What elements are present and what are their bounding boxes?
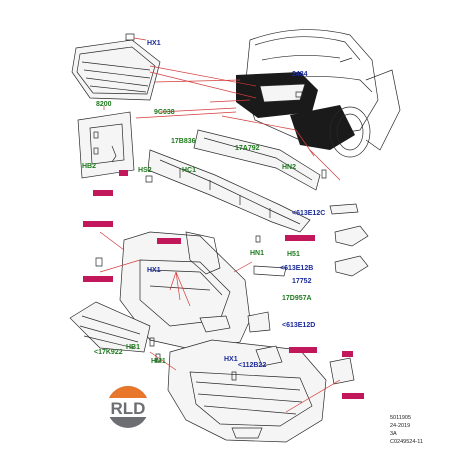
part-tag[interactable] [342, 393, 364, 399]
label-17b836[interactable]: 17B836 [171, 138, 196, 145]
label-613e12d[interactable]: <613E12D [282, 322, 315, 329]
part-tag[interactable] [342, 351, 353, 357]
vehicle-front-illustration [236, 29, 401, 158]
clip-hx1-low [231, 371, 237, 381]
rld-logo: RLD [104, 386, 152, 428]
label-9c038[interactable]: 9C038 [154, 109, 175, 116]
label-17a792[interactable]: 17A792 [235, 145, 260, 152]
ref-line-2: 24-2019 [390, 423, 410, 429]
part-labels: HX1 2484 8200 9C038 17B836 17A792 HB2 HS… [82, 40, 325, 369]
label-hx1-mid[interactable]: HX1 [147, 267, 161, 274]
label-hx1-low[interactable]: HX1 [224, 356, 238, 363]
clip-hm1 [155, 353, 161, 363]
side-bracket-lower [329, 357, 355, 385]
bracket-613e12c [329, 203, 359, 215]
lamp-bezel-upper [334, 225, 369, 247]
clip-hx1-top [125, 33, 135, 41]
label-17d957a[interactable]: 17D957A [282, 295, 312, 302]
lamp-bezel-lower [334, 255, 369, 277]
part-tags [83, 170, 364, 399]
label-8200[interactable]: 8200 [96, 101, 112, 108]
lower-grille-insert [69, 301, 151, 353]
part-tag[interactable] [83, 221, 113, 227]
label-h51[interactable]: H51 [287, 251, 300, 258]
clip-hn2 [321, 169, 327, 179]
grille-illustration [71, 39, 161, 101]
label-613e12b[interactable]: <613E12B [280, 265, 313, 272]
clip-left-a [95, 257, 103, 267]
clip-hb2 [111, 145, 117, 163]
ref-line-4: C0249524-11 [390, 439, 423, 445]
diagram-reference: 5011905 24-2019 3A C0249524-11 [390, 415, 423, 445]
label-hn2[interactable]: HN2 [282, 164, 296, 171]
label-hc1[interactable]: HC1 [182, 167, 196, 174]
label-hm1[interactable]: HM1 [151, 358, 166, 365]
label-hb2[interactable]: HB2 [82, 163, 96, 170]
label-hx1-top[interactable]: HX1 [147, 40, 161, 47]
logo-text: RLD [111, 399, 146, 418]
bumper-assembly-illustration [167, 339, 327, 443]
label-17752[interactable]: 17752 [292, 278, 312, 285]
leader-lines [99, 37, 341, 413]
part-tag[interactable] [119, 170, 128, 176]
clip-hb1 [149, 337, 155, 347]
part-tag[interactable] [93, 190, 113, 196]
part-tag[interactable] [289, 347, 317, 353]
label-hs2[interactable]: HS2 [138, 167, 152, 174]
label-2484[interactable]: 2484 [292, 71, 308, 78]
label-613e12c[interactable]: <613E12C [292, 210, 325, 217]
tow-eye-cover [247, 311, 271, 333]
label-17k922[interactable]: <17K922 [94, 349, 123, 356]
licence-plate-bracket [77, 111, 135, 179]
carrier-illustration [147, 149, 311, 233]
label-hb1[interactable]: HB1 [126, 344, 140, 351]
ref-line-1: 5011905 [390, 415, 411, 421]
strip-17752 [253, 265, 287, 277]
front-bumper-cover-illustration [119, 231, 251, 351]
tow-cover-lower [255, 345, 283, 367]
label-hn1[interactable]: HN1 [250, 250, 264, 257]
part-tag[interactable] [157, 238, 181, 244]
label-112b22[interactable]: <112B22 [238, 362, 266, 369]
clip-hn1 [255, 235, 261, 243]
part-tag[interactable] [83, 276, 113, 282]
part-tag[interactable] [285, 235, 315, 241]
upper-beam-illustration [193, 129, 321, 191]
clip-hs2 [145, 175, 153, 183]
ref-line-3: 3A [390, 431, 397, 437]
